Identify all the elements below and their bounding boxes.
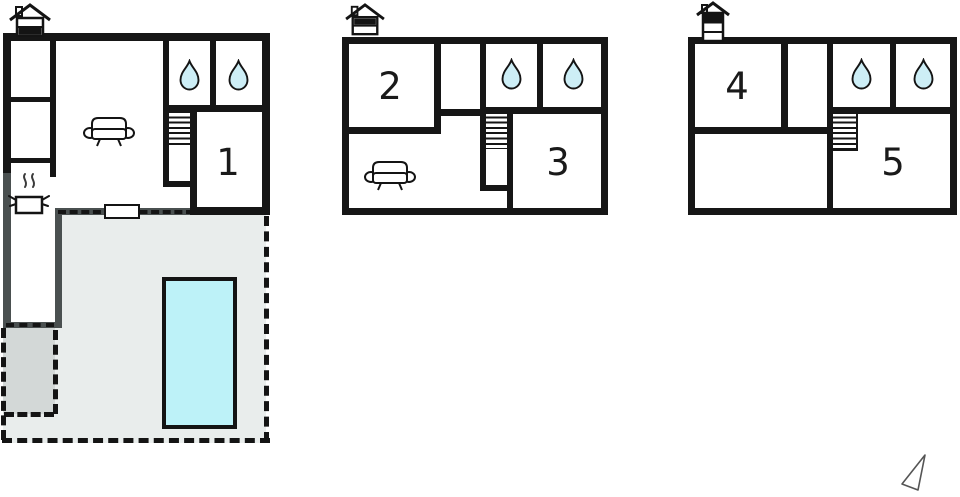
swimming-pool	[162, 277, 237, 429]
north-arrow-icon	[901, 454, 926, 491]
patio-dashed-border-bottom	[4, 412, 54, 417]
exterior-wall	[3, 173, 11, 328]
room-label-4: 4	[725, 64, 749, 108]
wall	[833, 107, 957, 114]
water-drop-icon	[563, 58, 584, 90]
wall	[601, 37, 608, 215]
wall	[3, 97, 50, 102]
room-label-1: 1	[216, 140, 240, 184]
stairs	[168, 111, 190, 148]
terrace-dashed-border-right	[264, 216, 269, 442]
room-label-3: 3	[546, 140, 570, 184]
room-label-5: 5	[881, 140, 905, 184]
patio-dashed-border-top	[6, 323, 54, 327]
wall	[3, 33, 270, 41]
terrace-dashed-border-left	[1, 328, 6, 440]
wall	[434, 109, 486, 116]
wall	[3, 41, 11, 173]
wall	[688, 127, 833, 134]
wall	[434, 37, 441, 134]
wall	[507, 107, 513, 215]
sofa-icon	[83, 117, 135, 147]
wall	[3, 158, 55, 163]
wall	[190, 207, 270, 215]
wall	[688, 208, 957, 215]
patio-area	[3, 328, 55, 414]
wall	[50, 41, 56, 177]
wall	[781, 37, 788, 134]
wall	[480, 185, 513, 191]
house-second-floor-icon	[696, 1, 730, 43]
window	[104, 204, 140, 219]
wall	[827, 37, 833, 215]
wall	[163, 41, 169, 187]
water-drop-icon	[501, 58, 522, 90]
wall	[950, 37, 957, 215]
wall	[163, 181, 197, 187]
patio-dashed-border-right	[53, 330, 58, 414]
wall	[163, 105, 262, 112]
wall	[480, 37, 486, 191]
wall	[688, 37, 695, 215]
wall	[210, 41, 216, 111]
water-drop-icon	[228, 59, 249, 91]
stairs	[833, 111, 858, 151]
wall	[342, 208, 608, 215]
house-ground-floor-icon	[9, 3, 51, 38]
sofa-icon	[364, 161, 416, 191]
water-drop-icon	[913, 58, 934, 90]
wall	[342, 37, 349, 215]
exterior-wall	[55, 208, 62, 328]
wall	[688, 37, 957, 44]
stairs	[486, 111, 507, 149]
wall	[190, 105, 197, 215]
wall	[342, 127, 441, 134]
house-first-floor-icon	[345, 3, 385, 36]
room-label-2: 2	[378, 64, 402, 108]
cooking-pot-icon	[8, 173, 50, 215]
water-drop-icon	[179, 59, 200, 91]
wall	[890, 37, 896, 114]
wall	[342, 37, 608, 44]
wall	[480, 107, 608, 114]
wall	[262, 33, 270, 215]
terrace-dashed-border-bottom	[2, 438, 270, 443]
water-drop-icon	[851, 58, 872, 90]
wall	[537, 37, 543, 114]
